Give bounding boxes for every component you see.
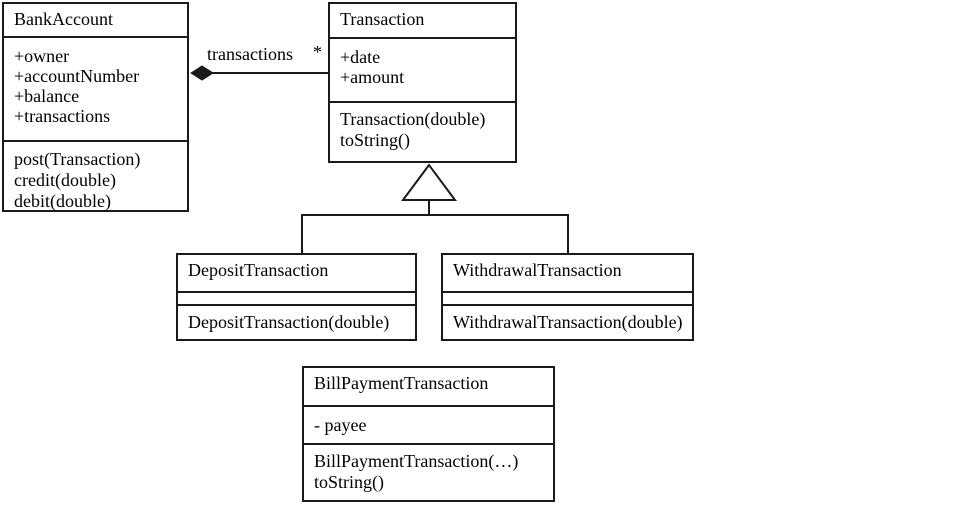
class-box-withdrawaltransaction: WithdrawalTransaction WithdrawalTransact…	[441, 253, 694, 341]
class-name-billpaymenttransaction: BillPaymentTransaction	[314, 373, 489, 393]
class-name-transaction: Transaction	[340, 9, 425, 29]
composition-multiplicity-label: *	[313, 42, 322, 62]
attributes-compartment-deposittransaction	[178, 291, 415, 304]
composition-role-label: transactions	[207, 44, 293, 64]
method-item: WithdrawalTransaction(double)	[453, 312, 683, 332]
method-item: post(Transaction)	[14, 149, 141, 169]
methods-compartment-deposittransaction: DepositTransaction(double)	[178, 304, 415, 339]
class-box-billpaymenttransaction: BillPaymentTransaction - payee BillPayme…	[302, 366, 555, 502]
class-box-transaction: Transaction +date +amount Transaction(do…	[328, 2, 517, 163]
inheritance-triangle-icon	[401, 163, 457, 201]
methods-compartment-billpaymenttransaction: BillPaymentTransaction(…) toString()	[304, 443, 553, 500]
class-name-withdrawaltransaction: WithdrawalTransaction	[453, 260, 622, 280]
class-name-deposittransaction: DepositTransaction	[188, 260, 329, 280]
attributes-compartment-withdrawaltransaction	[443, 291, 692, 304]
attribute-item: - payee	[314, 415, 367, 435]
composition-diamond-icon	[190, 65, 214, 81]
method-item: toString()	[314, 472, 384, 492]
attributes-compartment-transaction: +date +amount	[330, 37, 515, 101]
attribute-item: +accountNumber	[14, 66, 140, 86]
method-item: debit(double)	[14, 191, 111, 211]
methods-compartment-bankaccount: post(Transaction) credit(double) debit(d…	[4, 140, 187, 212]
methods-compartment-withdrawaltransaction: WithdrawalTransaction(double)	[443, 304, 692, 339]
attribute-item: +amount	[340, 67, 405, 87]
class-box-bankaccount: BankAccount +owner +accountNumber +balan…	[2, 2, 189, 212]
method-item: BillPaymentTransaction(…)	[314, 451, 519, 471]
class-name-bankaccount: BankAccount	[14, 9, 113, 29]
method-item: Transaction(double)	[340, 109, 486, 129]
generalization-connector-lines	[301, 200, 569, 254]
attributes-compartment-bankaccount: +owner +accountNumber +balance +transact…	[4, 36, 187, 140]
method-item: toString()	[340, 130, 410, 150]
method-item: credit(double)	[14, 170, 116, 190]
attribute-item: +owner	[14, 46, 70, 66]
method-item: DepositTransaction(double)	[188, 312, 390, 332]
attribute-item: +balance	[14, 86, 80, 106]
attributes-compartment-billpaymenttransaction: - payee	[304, 405, 553, 443]
class-box-deposittransaction: DepositTransaction DepositTransaction(do…	[176, 253, 417, 341]
methods-compartment-transaction: Transaction(double) toString()	[330, 101, 515, 161]
attribute-item: +date	[340, 47, 381, 67]
attribute-item: +transactions	[14, 106, 111, 126]
